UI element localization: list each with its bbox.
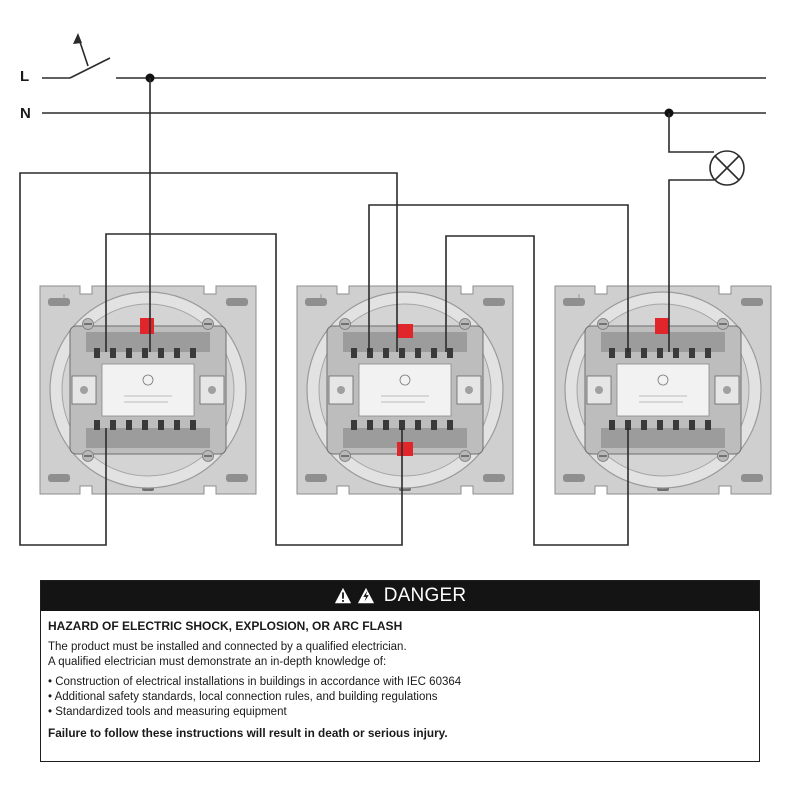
- danger-title: DANGER: [383, 585, 467, 606]
- switch-middle: [297, 286, 513, 494]
- bullet-item: Standardized tools and measuring equipme…: [48, 705, 759, 720]
- neutral-label: N: [20, 105, 31, 122]
- danger-header: DANGER: [41, 581, 759, 611]
- line-label: L: [20, 68, 29, 85]
- hazard-title: HAZARD OF ELECTRIC SHOCK, EXPLOSION, OR …: [48, 619, 403, 633]
- danger-warning-box: DANGER HAZARD OF ELECTRIC SHOCK, EXPLOSI…: [40, 580, 760, 762]
- wiring: [19, 78, 714, 546]
- final-warning: Failure to follow these instructions wil…: [48, 726, 448, 740]
- warning-triangle-icon: [357, 587, 374, 604]
- warning-triangle-icon: [334, 587, 351, 604]
- intro-line-2: A qualified electrician must demonstrate…: [48, 656, 387, 668]
- bullet-item: Additional safety standards, local conne…: [48, 690, 759, 705]
- intro-line-1: The product must be installed and connec…: [48, 641, 407, 653]
- bullet-item: Construction of electrical installations…: [48, 675, 759, 690]
- lamp-icon: [709, 150, 745, 186]
- switch-right: [555, 286, 771, 494]
- switch-left: [40, 286, 256, 494]
- mains-switch: [42, 33, 111, 79]
- wiring-diagram: L N: [19, 33, 800, 546]
